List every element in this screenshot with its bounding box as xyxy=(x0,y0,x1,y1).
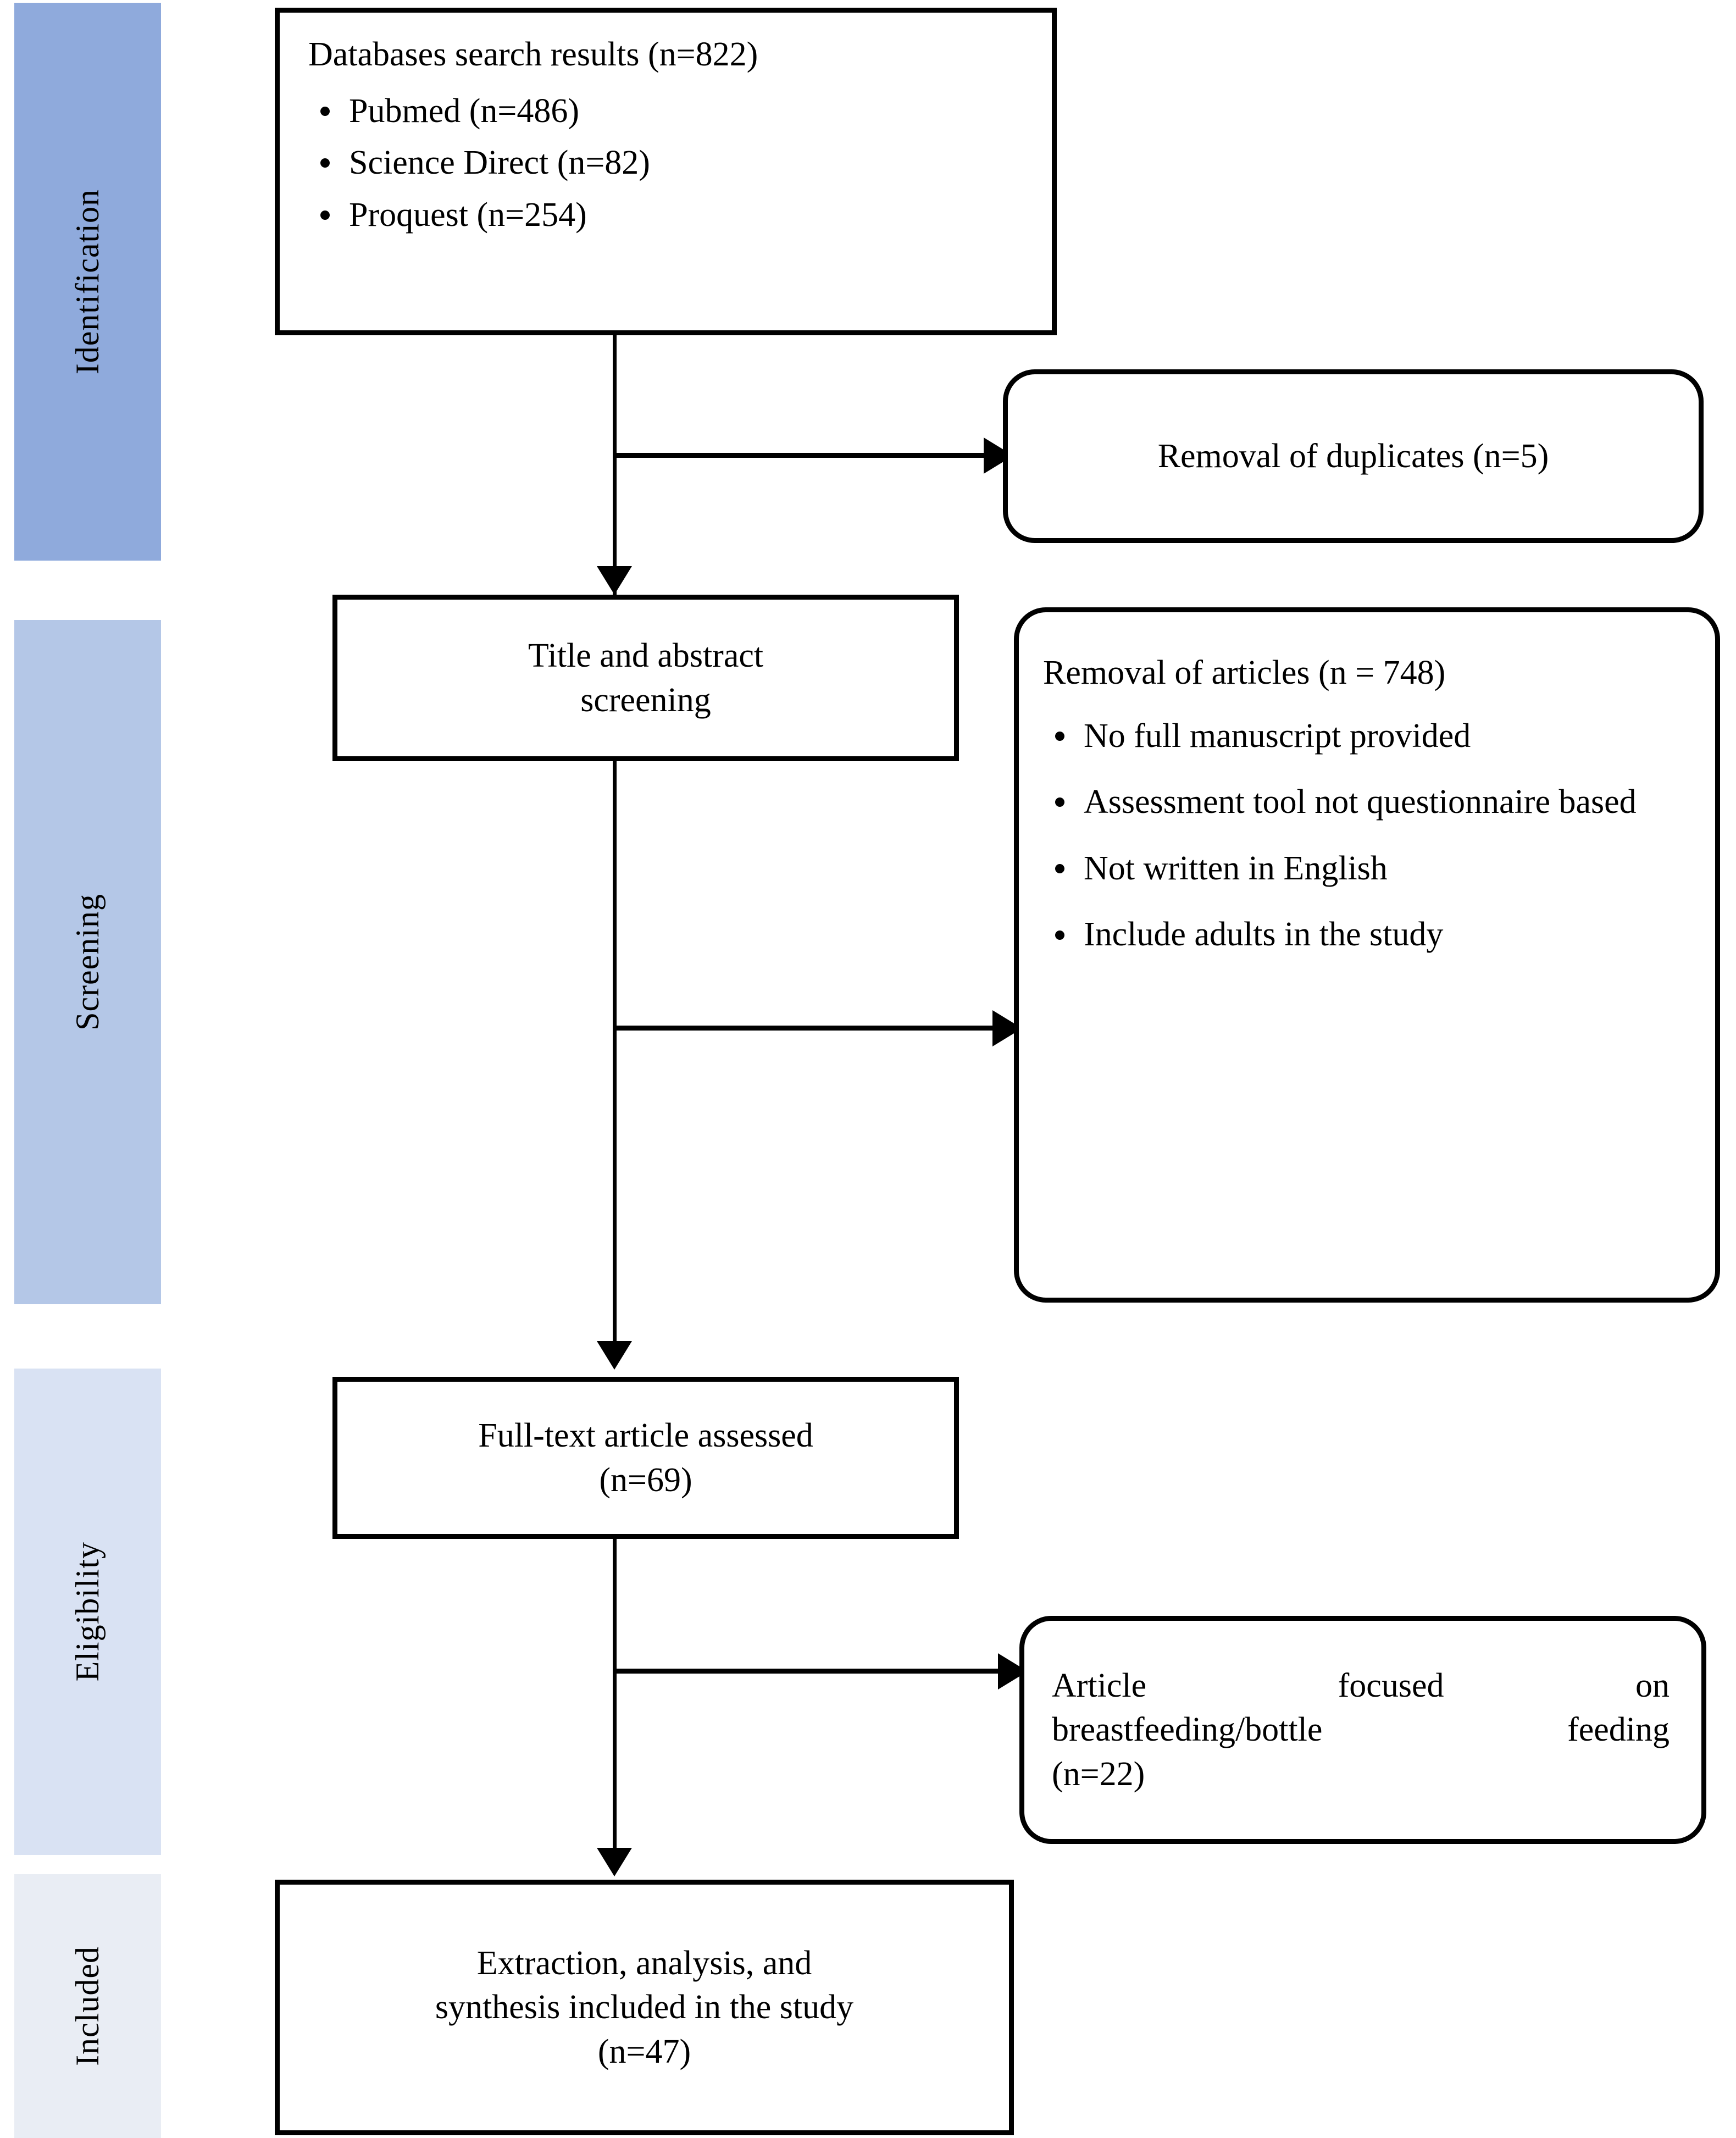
article-focused-line-2: breastfeeding/bottle feeding xyxy=(1052,1711,1670,1749)
stage-label-included: Included xyxy=(69,1946,106,2066)
connector-branch-duplicates xyxy=(613,453,1004,458)
fulltext-line-1: Full-text article assessed xyxy=(478,1416,813,1454)
databases-heading: Databases search results (n=822) xyxy=(308,36,758,73)
box-article-focused-breastfeeding: Article focused on breastfeeding/bottle … xyxy=(1019,1616,1706,1844)
arrow-down-to-screening xyxy=(597,566,632,595)
screening-line-2: screening xyxy=(580,681,711,719)
stage-label-screening: Screening xyxy=(69,894,106,1031)
list-item: Assessment tool not questionnaire based xyxy=(1043,780,1685,824)
list-item: Proquest (n=254) xyxy=(308,193,1027,237)
stage-bar-eligibility: Eligibility xyxy=(14,1369,161,1855)
list-item: Pubmed (n=486) xyxy=(308,89,1027,134)
connector-trunk-3 xyxy=(613,1539,617,1852)
removal-duplicates-text: Removal of duplicates (n=5) xyxy=(1157,437,1549,475)
fulltext-line-2: (n=69) xyxy=(599,1461,692,1499)
connector-branch-article-focused xyxy=(613,1669,1018,1674)
stage-label-eligibility: Eligibility xyxy=(69,1542,106,1682)
box-fulltext-article-assessed: Full-text article assessed (n=69) xyxy=(332,1377,959,1539)
box-extraction-analysis-synthesis: Extraction, analysis, and synthesis incl… xyxy=(275,1880,1014,2135)
removal-articles-list: No full manuscript provided Assessment t… xyxy=(1043,714,1685,957)
extraction-line-3: (n=47) xyxy=(597,2032,691,2070)
article-focused-line-3: (n=22) xyxy=(1052,1755,1145,1793)
list-item: No full manuscript provided xyxy=(1043,714,1685,758)
article-focused-line-1: Article focused on xyxy=(1052,1666,1670,1704)
stage-bar-identification: Identification xyxy=(14,3,161,561)
stage-bar-screening: Screening xyxy=(14,620,161,1304)
extraction-line-2: synthesis included in the study xyxy=(435,1989,854,2026)
connector-branch-removal-articles xyxy=(613,1026,1013,1031)
arrow-down-to-extraction xyxy=(597,1848,632,1876)
stage-bar-included: Included xyxy=(14,1874,161,2138)
box-databases-search-results: Databases search results (n=822) Pubmed … xyxy=(275,8,1057,335)
box-removal-of-duplicates: Removal of duplicates (n=5) xyxy=(1003,369,1704,543)
list-item: Science Direct (n=82) xyxy=(308,141,1027,185)
connector-trunk-1 xyxy=(613,335,617,599)
screening-line-1: Title and abstract xyxy=(528,636,764,674)
box-title-abstract-screening: Title and abstract screening xyxy=(332,595,959,761)
connector-trunk-2 xyxy=(613,761,617,1347)
list-item: Not written in English xyxy=(1043,846,1685,891)
list-item: Include adults in the study xyxy=(1043,912,1685,957)
databases-list: Pubmed (n=486) Science Direct (n=82) Pro… xyxy=(308,89,1027,245)
stage-label-identification: Identification xyxy=(69,189,106,375)
removal-articles-heading: Removal of articles (n = 748) xyxy=(1043,654,1446,691)
box-removal-of-articles: Removal of articles (n = 748) No full ma… xyxy=(1014,607,1720,1303)
arrow-down-to-fulltext xyxy=(597,1341,632,1370)
extraction-line-1: Extraction, analysis, and xyxy=(476,1944,812,1982)
